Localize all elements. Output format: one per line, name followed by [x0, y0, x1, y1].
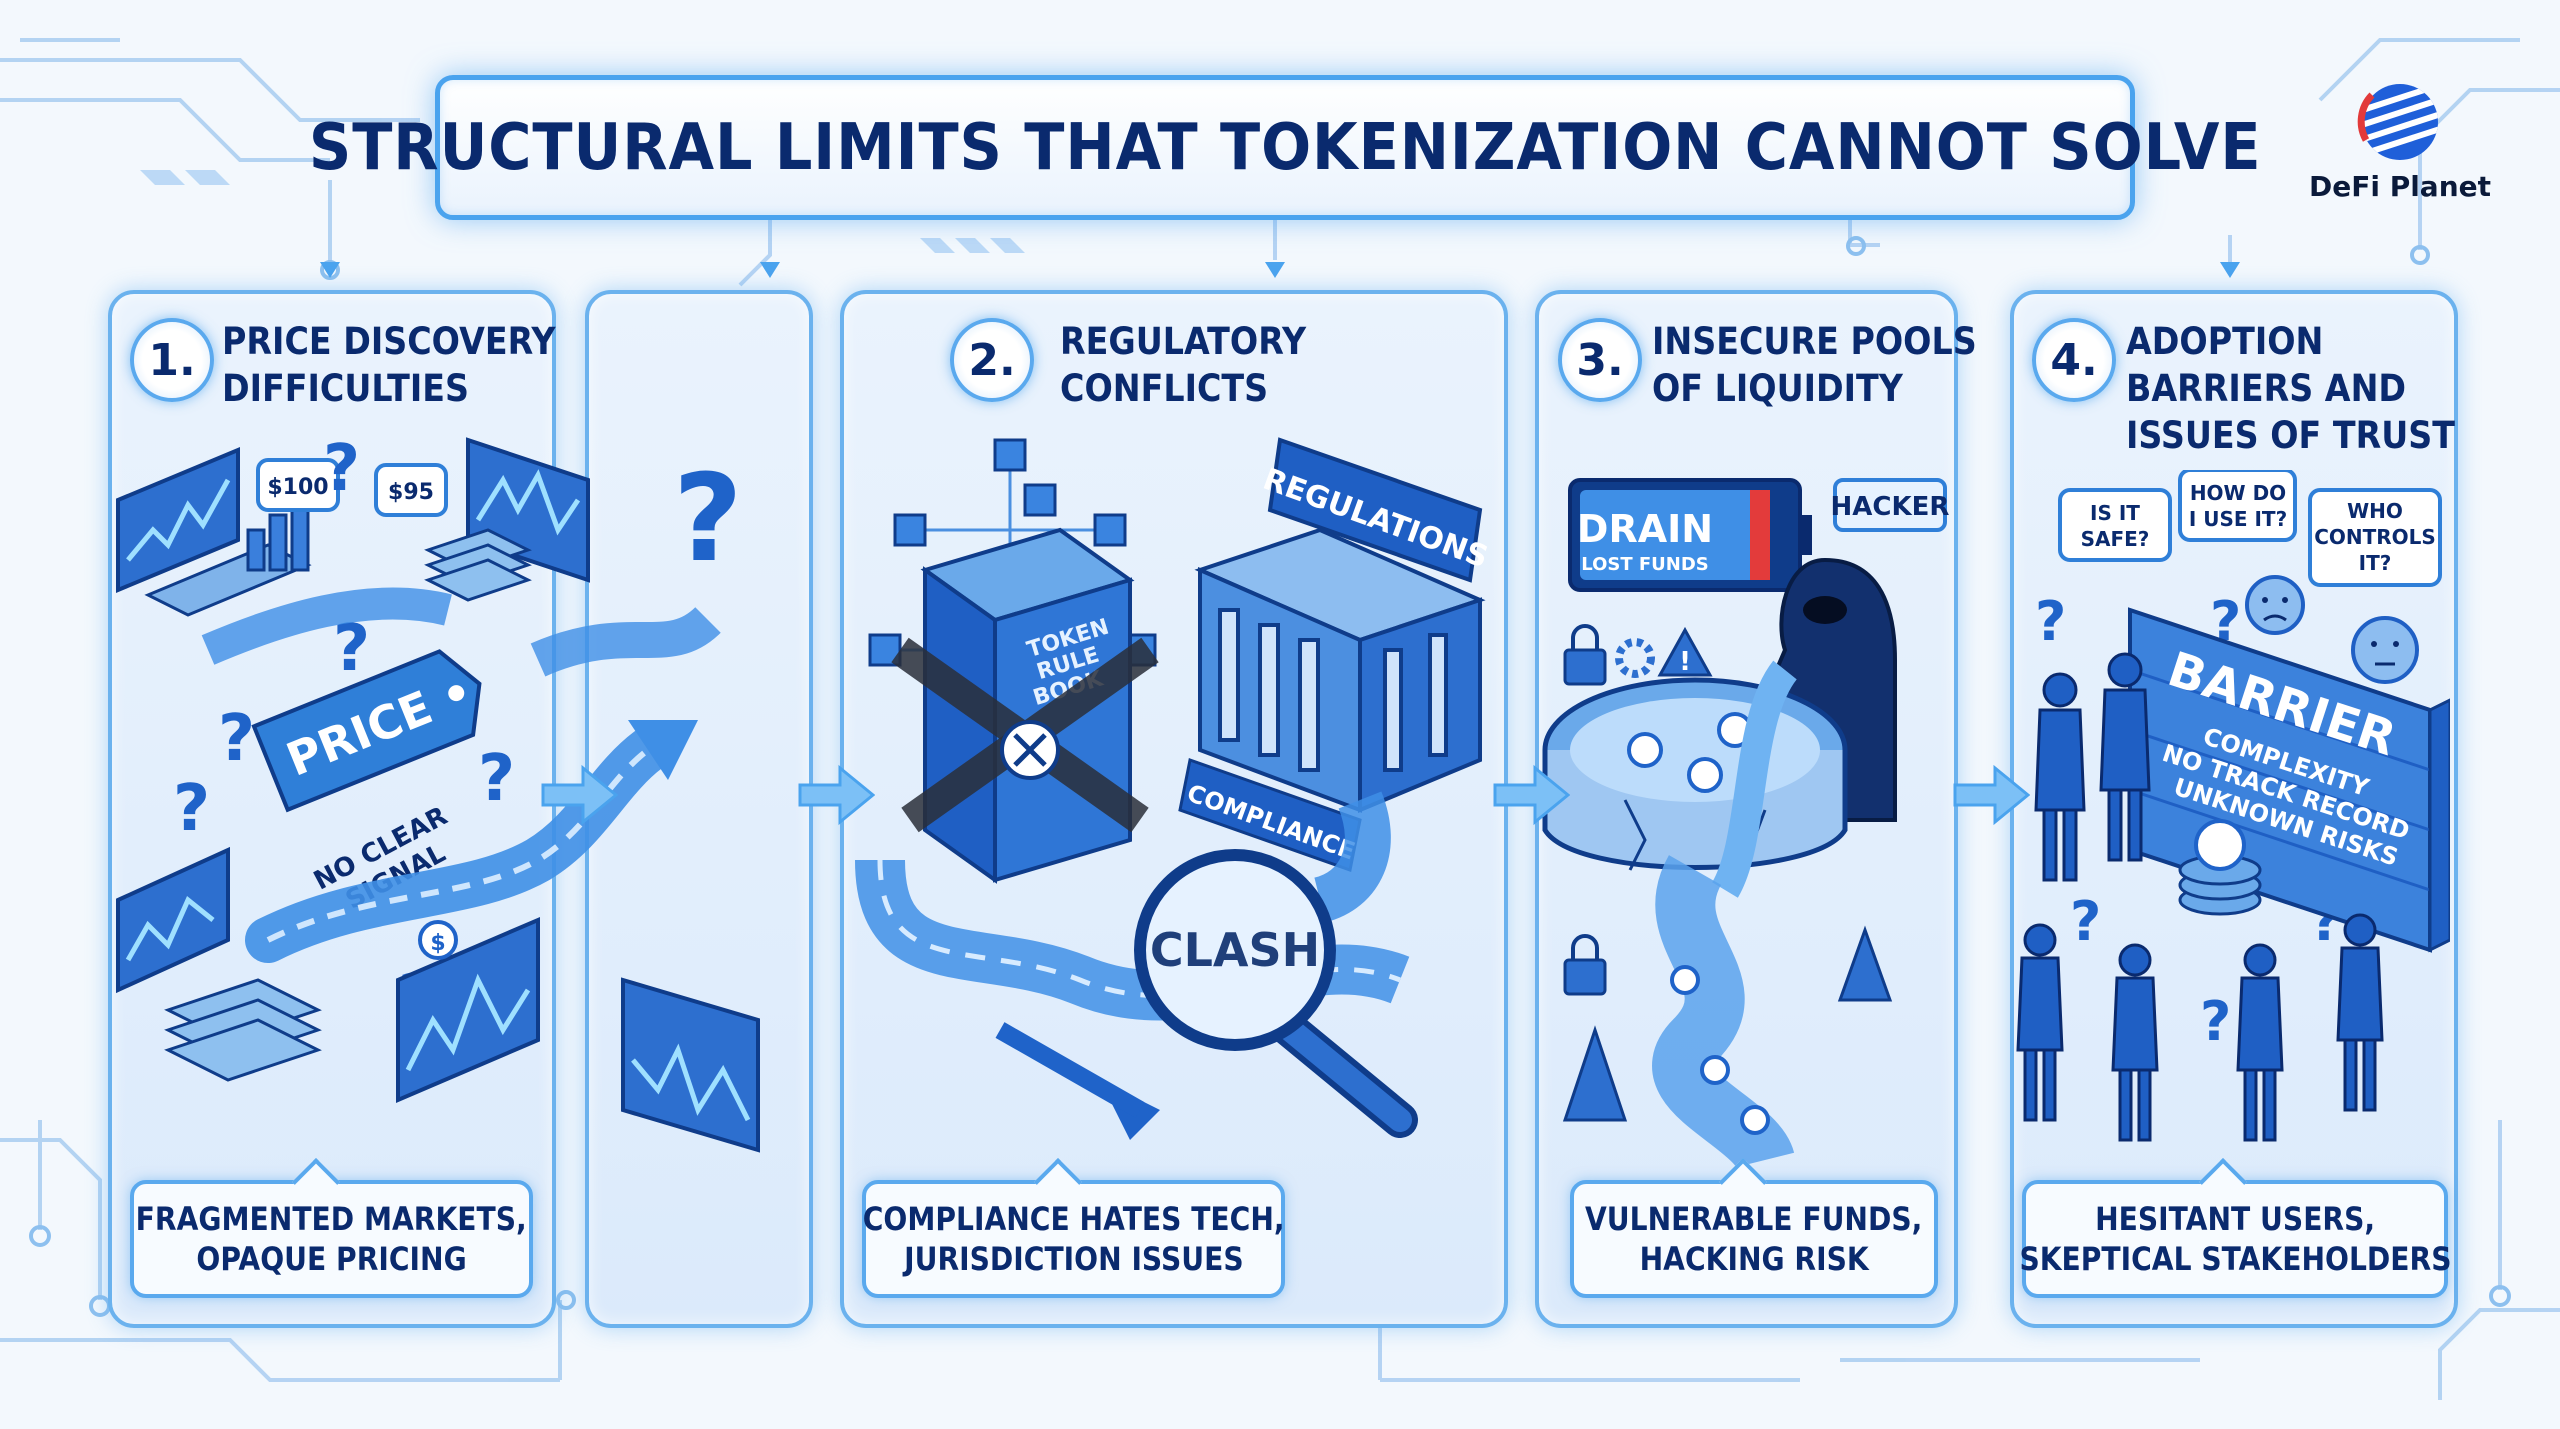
- svg-text:WHO: WHO: [2347, 499, 2403, 523]
- cash-stack-icon: [424, 528, 532, 602]
- svg-text:?: ?: [323, 432, 360, 506]
- step-number: 3.: [1558, 318, 1642, 402]
- svg-text:I USE IT?: I USE IT?: [2189, 507, 2287, 531]
- monitor-icon: [621, 977, 760, 1153]
- regulatory-illustration: TOKEN RULE BOOK REGULATIONS COMPLIANCE C…: [855, 437, 1493, 1140]
- compliance-label: COMPLIANCE: [1178, 758, 1362, 872]
- brand-name: DeFi Planet: [2308, 170, 2492, 203]
- worried-face-icon: [2245, 575, 2305, 635]
- arrow-right-icon: [1953, 764, 2030, 826]
- lock-icon: [1563, 624, 1607, 686]
- price-bubble: $95: [374, 463, 448, 517]
- coin-icon: [1670, 965, 1770, 1135]
- svg-text:IS IT: IS IT: [2090, 501, 2140, 525]
- caption-adoption: HESITANT USERS,SKEPTICAL STAKEHOLDERS: [2019, 1157, 2451, 1298]
- svg-text:$100: $100: [267, 475, 328, 500]
- monitor-icon: [116, 447, 312, 617]
- question-mark-icon: ?: [673, 450, 743, 589]
- svg-text:$95: $95: [388, 480, 434, 505]
- adoption-illustration: IS IT SAFE? HOW DO I USE IT? WHO CONTROL…: [2016, 470, 2450, 1142]
- monitor-icon: [396, 916, 540, 1104]
- svg-text:CONTROLS: CONTROLS: [2314, 525, 2436, 549]
- page-title: STRUCTURAL LIMITS THAT TOKENIZATION CANN…: [308, 110, 2262, 185]
- svg-text:?: ?: [2200, 990, 2231, 1053]
- svg-text:$: $: [430, 931, 445, 956]
- caption-regulatory: COMPLIANCE HATES TECH,JURISDICTION ISSUE…: [862, 1157, 1285, 1298]
- bank-building-icon: [1194, 527, 1486, 813]
- svg-text:HACKER: HACKER: [1831, 492, 1950, 522]
- question-bubble: HOW DO I USE IT?: [2178, 470, 2297, 542]
- step-number: 1.: [130, 318, 214, 402]
- person-icon: [2016, 652, 2384, 1142]
- monitor-icon: [116, 846, 230, 994]
- svg-text:?: ?: [2070, 890, 2101, 953]
- price-bubble: $100: [256, 458, 340, 512]
- price-tag: PRICE: [251, 649, 482, 813]
- step-number: 2.: [950, 318, 1034, 402]
- thinking-face-icon: [2351, 616, 2419, 684]
- svg-text:CLASH: CLASH: [1150, 923, 1320, 977]
- arrow-right-icon: [798, 764, 875, 826]
- svg-text:LOST FUNDS: LOST FUNDS: [1581, 554, 1709, 575]
- question-bubble: WHO CONTROLS IT?: [2308, 488, 2442, 587]
- coin-stack-icon: [2178, 819, 2262, 916]
- svg-text:SAFE?: SAFE?: [2081, 527, 2150, 551]
- arrow-right-icon: [1493, 764, 1570, 826]
- question-bubble: IS IT SAFE?: [2058, 488, 2172, 562]
- traffic-cone-icon: [1562, 925, 1893, 1122]
- svg-text:DRAIN: DRAIN: [1577, 507, 1713, 551]
- warning-icon: !: [1657, 626, 1713, 677]
- arrow-right-icon: [541, 764, 618, 826]
- liquidity-illustration: DRAIN LOST FUNDS HACKER !: [1542, 478, 1950, 1172]
- drain-battery-icon: DRAIN LOST FUNDS: [1568, 478, 1812, 592]
- svg-text:HOW DO: HOW DO: [2190, 481, 2286, 505]
- hacker-label: HACKER: [1831, 478, 1950, 532]
- lock-icon: [1563, 934, 1607, 996]
- svg-text:?: ?: [2035, 590, 2066, 653]
- brand-logo: DeFi Planet: [2300, 70, 2500, 220]
- caption-liquidity: VULNERABLE FUNDS,HACKING RISK: [1570, 1157, 1938, 1298]
- rule-book-icon: TOKEN RULE BOOK: [891, 527, 1159, 884]
- bar-chart-icon: [246, 498, 310, 572]
- cash-stack-icon: [164, 978, 322, 1082]
- price-discovery-illustration: $100 $95 ??? ??? ? PRICE NO CLEAR SIGNAL…: [116, 432, 760, 1153]
- caption-price-discovery: FRAGMENTED MARKETS,OPAQUE PRICING: [130, 1157, 533, 1298]
- svg-text:?: ?: [478, 742, 515, 816]
- svg-text:!: !: [1679, 647, 1691, 677]
- coin-icon: [418, 920, 458, 960]
- gear-icon: [1615, 638, 1655, 678]
- globe-icon: [2357, 84, 2438, 160]
- svg-text:?: ?: [173, 772, 210, 846]
- magnifier-icon: CLASH: [1134, 849, 1418, 1138]
- svg-text:?: ?: [218, 702, 255, 776]
- svg-text:IT?: IT?: [2359, 551, 2392, 575]
- title-banner: STRUCTURAL LIMITS THAT TOKENIZATION CANN…: [309, 75, 2260, 220]
- step-number: 4.: [2032, 318, 2116, 402]
